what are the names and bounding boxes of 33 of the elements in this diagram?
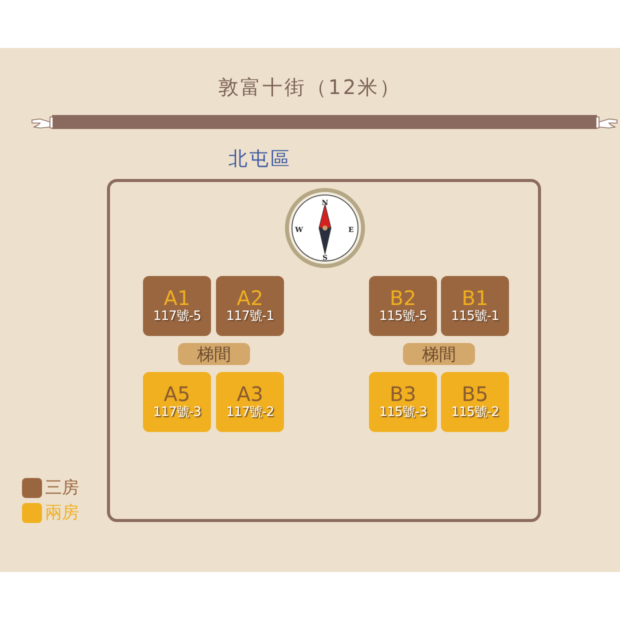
unit-label: B3 xyxy=(390,383,416,405)
unit-box xyxy=(369,372,437,432)
unit-label: B5 xyxy=(462,383,488,405)
address-label: 117號-1 xyxy=(226,309,274,325)
address-label: 115號-1 xyxy=(451,309,499,325)
unit-label: B2 xyxy=(390,287,416,309)
district-name: 北屯區 xyxy=(228,147,292,172)
address-label: 115號-3 xyxy=(379,405,427,421)
unit-label: B1 xyxy=(462,287,488,309)
unit-label: A2 xyxy=(236,287,264,309)
unit-label: A1 xyxy=(164,287,190,309)
address-label: 115號-2 xyxy=(451,405,499,421)
unit-label: A3 xyxy=(236,383,264,405)
stairwell-label: 梯間 xyxy=(422,344,456,366)
unit-box xyxy=(369,276,437,336)
legend-label: 兩房 xyxy=(45,503,79,523)
address-label: 117號-5 xyxy=(153,309,201,325)
unit-box xyxy=(216,276,284,336)
unit-box xyxy=(441,276,509,336)
unit-box xyxy=(143,372,211,432)
stairwell-label: 梯間 xyxy=(197,344,231,366)
unit-box xyxy=(441,372,509,432)
unit-label: A5 xyxy=(164,383,190,405)
street-name: 敦富十街（12米） xyxy=(217,74,403,101)
address-label: 117號-3 xyxy=(153,405,201,421)
legend-label: 三房 xyxy=(45,478,79,498)
unit-box xyxy=(216,372,284,432)
address-label: 115號-5 xyxy=(379,309,427,325)
stairwell-box xyxy=(403,343,475,365)
stairwell-box xyxy=(178,343,250,365)
address-label: 117號-2 xyxy=(226,405,274,421)
unit-box xyxy=(143,276,211,336)
building-outline xyxy=(107,179,541,522)
